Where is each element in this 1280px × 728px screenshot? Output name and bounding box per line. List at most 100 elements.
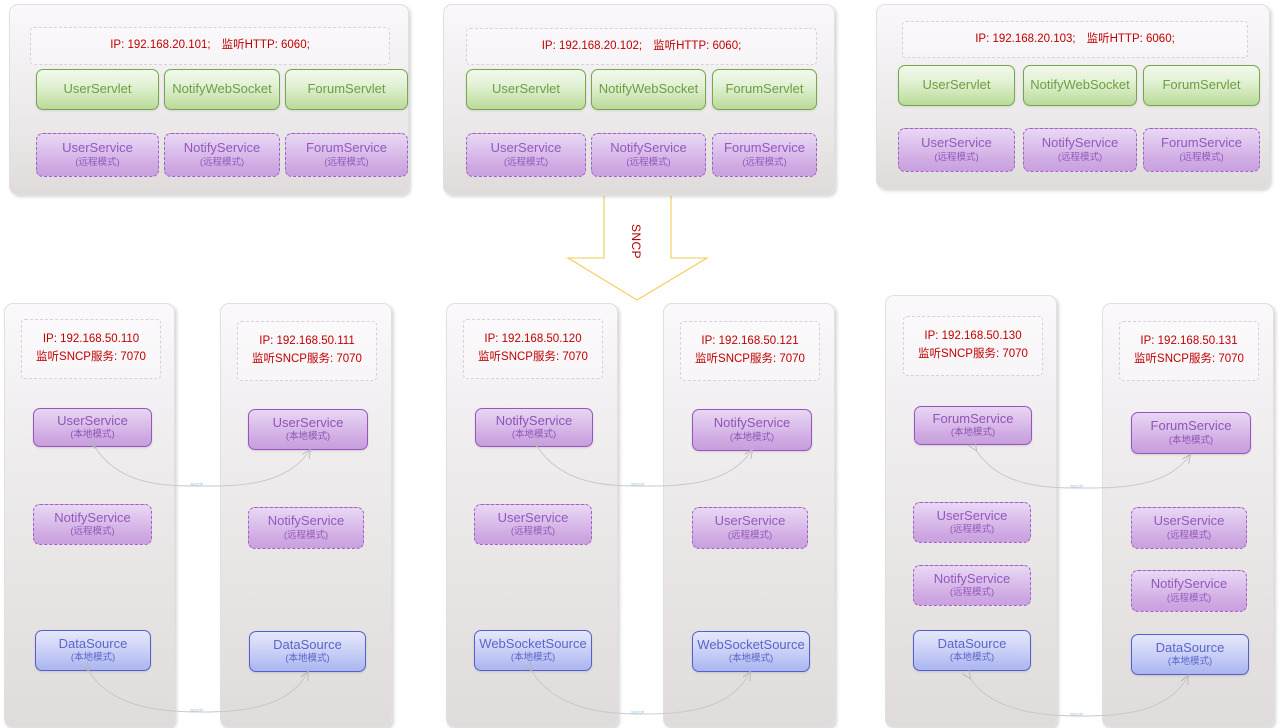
remote-service-box[interactable]: ForumService (远程模式) [285,133,408,177]
node-name: ForumService [932,410,1014,426]
ip-address: IP: 192.168.50.130 [924,330,1022,343]
local-service-box[interactable]: UserService (本地模式) [33,408,152,447]
endpoint-box[interactable]: ForumServlet [712,69,817,110]
service-node-panel[interactable]: IP: 192.168.50.120 监听SNCP服务: 7070 Notify… [446,303,618,728]
node-mode: (本地模式) [1168,434,1214,446]
remote-service-box[interactable]: UserService (远程模式) [1131,507,1247,549]
remote-service-box[interactable]: NotifyService (远程模式) [591,133,706,177]
ip-header: IP: 192.168.50.131 监听SNCP服务: 7070 [1119,321,1259,381]
remote-service-box[interactable]: UserService (远程模式) [466,133,586,177]
service-name: ForumService [306,140,387,156]
ip-address: IP: 192.168.50.121 [701,335,799,348]
datasource-box[interactable]: WebSocketSource (本地模式) [692,631,810,672]
service-mode: (远程模式) [1179,151,1224,163]
endpoint-name: UserServlet [922,77,991,93]
endpoint-box[interactable]: NotifyWebSocket [591,69,706,110]
app-node-panel[interactable]: IP: 192.168.20.103; 监听HTTP: 6060; UserSe… [876,4,1270,189]
node-mode: (本地模式) [510,652,556,664]
endpoint-box[interactable]: UserServlet [466,69,586,110]
node-mode: (远程模式) [70,526,115,538]
local-service-box[interactable]: ForumService (本地模式) [914,406,1032,445]
listen-port: 监听SNCP服务: 7070 [1134,353,1244,365]
datasource-box[interactable]: DataSource (本地模式) [913,630,1031,671]
endpoint-name: ForumServlet [725,81,804,97]
node-name: DataSource [58,635,128,651]
service-mode: (远程模式) [503,156,549,168]
ip-header: IP: 192.168.20.101; 监听HTTP: 6060; [30,27,390,65]
remote-service-box[interactable]: NotifyService (远程模式) [1131,570,1247,612]
node-mode: (本地模式) [729,431,775,443]
node-mode: (本地模式) [70,652,116,664]
node-name: WebSocketSource [697,636,805,652]
ip-address: IP: 192.168.50.120 [484,333,582,346]
listen-port: 监听HTTP: 6060; [1086,32,1175,45]
node-mode: (远程模式) [1166,529,1212,541]
endpoint-name: NotifyWebSocket [1030,77,1130,93]
remote-service-box[interactable]: ForumService (远程模式) [1143,128,1260,172]
remote-service-box[interactable]: UserService (远程模式) [474,504,592,545]
ip-header: IP: 192.168.50.120 监听SNCP服务: 7070 [463,319,603,379]
remote-service-box[interactable]: UserService (远程模式) [913,502,1031,543]
listen-port: 监听SNCP服务: 7070 [918,348,1028,360]
ip-header: IP: 192.168.50.110 监听SNCP服务: 7070 [21,319,161,379]
listen-port: 监听SNCP服务: 7070 [695,353,805,365]
endpoint-box[interactable]: NotifyWebSocket [1023,65,1137,106]
service-node-panel[interactable]: IP: 192.168.50.110 监听SNCP服务: 7070 UserSe… [4,303,175,728]
node-name: NotifyService [933,570,1011,586]
ip-header: IP: 192.168.20.102; 监听HTTP: 6060; [466,28,817,65]
remote-service-box[interactable]: ForumService (远程模式) [712,133,817,177]
datasource-box[interactable]: DataSource (本地模式) [35,630,151,671]
datasource-box[interactable]: DataSource (本地模式) [249,631,366,672]
node-mode: (远程模式) [1166,592,1212,604]
service-node-panel[interactable]: IP: 192.168.50.131 监听SNCP服务: 7070 ForumS… [1102,303,1274,728]
node-name: NotifyService [267,513,345,529]
endpoint-name: NotifyWebSocket [598,81,699,97]
service-name: UserService [490,140,562,156]
node-mode: (本地模式) [285,431,331,443]
local-service-box[interactable]: NotifyService (本地模式) [475,408,593,447]
app-node-panel[interactable]: IP: 192.168.20.101; 监听HTTP: 6060; UserSe… [9,4,409,195]
service-node-panel[interactable]: IP: 192.168.50.130 监听SNCP服务: 7070 ForumS… [885,295,1057,728]
endpoint-box[interactable]: UserServlet [36,69,159,110]
endpoint-name: UserServlet [63,81,132,97]
service-name: UserService [921,135,992,151]
endpoint-name: UserServlet [492,81,560,97]
local-service-box[interactable]: ForumService (本地模式) [1131,412,1251,454]
local-service-box[interactable]: NotifyService (本地模式) [692,409,812,451]
endpoint-box[interactable]: ForumServlet [1143,65,1260,106]
listen-port: 监听HTTP: 6060; [653,39,742,52]
ip-address: IP: 192.168.50.111 [259,335,355,348]
node-name: UserService [497,509,569,525]
remote-service-box[interactable]: NotifyService (远程模式) [913,565,1031,606]
remote-service-box[interactable]: NotifyService (远程模式) [164,133,280,177]
remote-service-box[interactable]: UserService (远程模式) [898,128,1015,172]
ip-header: IP: 192.168.50.111 监听SNCP服务: 7070 [237,321,377,381]
edge-protocol-tag: SNCP [1070,484,1084,489]
listen-port: 监听SNCP服务: 7070 [478,351,588,363]
app-node-panel[interactable]: IP: 192.168.20.102; 监听HTTP: 6060; UserSe… [443,4,835,195]
remote-service-box[interactable]: UserService (远程模式) [36,133,159,177]
node-name: NotifyService [1150,576,1228,592]
service-mode: (远程模式) [324,156,369,168]
node-name: DataSource [937,635,1007,651]
datasource-box[interactable]: WebSocketSource (本地模式) [474,630,592,671]
service-node-panel[interactable]: IP: 192.168.50.111 监听SNCP服务: 7070 UserSe… [220,303,392,728]
node-mode: (远程模式) [727,529,773,541]
remote-service-box[interactable]: NotifyService (远程模式) [33,504,152,545]
service-node-panel[interactable]: IP: 192.168.50.121 监听SNCP服务: 7070 Notify… [663,303,835,728]
sncp-protocol-label: SNCP [629,224,643,259]
node-name: UserService [714,513,786,529]
datasource-box[interactable]: DataSource (本地模式) [1131,634,1249,675]
remote-service-box[interactable]: UserService (远程模式) [692,507,808,549]
endpoint-box[interactable]: UserServlet [898,65,1015,106]
node-name: NotifyService [713,415,791,431]
endpoint-box[interactable]: ForumServlet [285,69,408,110]
ip-address: IP: 192.168.20.102; [541,39,643,52]
remote-service-box[interactable]: NotifyService (远程模式) [248,507,364,549]
node-mode: (本地模式) [950,427,996,439]
endpoint-box[interactable]: NotifyWebSocket [164,69,280,110]
node-name: UserService [936,507,1008,523]
remote-service-box[interactable]: NotifyService (远程模式) [1023,128,1137,172]
service-name: UserService [62,140,133,156]
local-service-box[interactable]: UserService (本地模式) [248,409,368,450]
